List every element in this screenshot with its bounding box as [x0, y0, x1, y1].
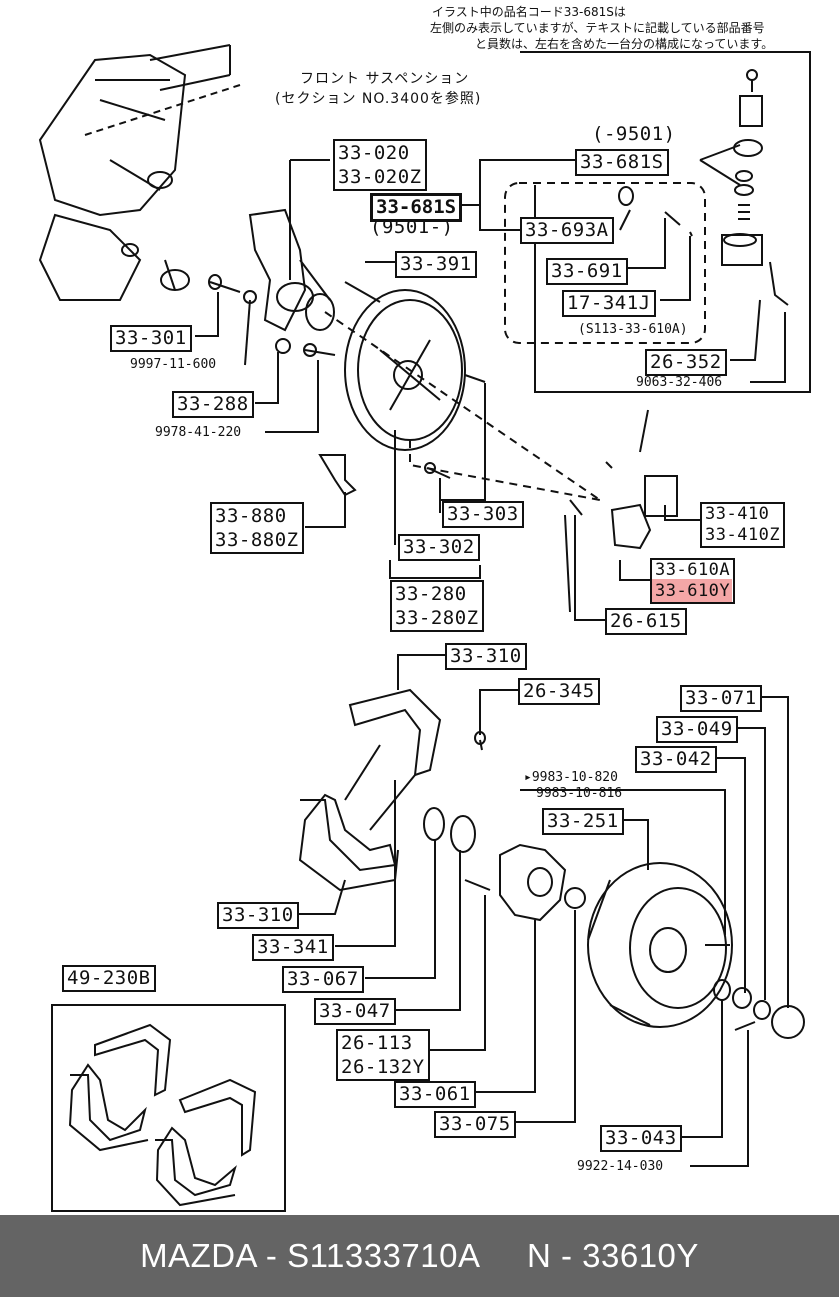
part-33-020z: 33-020Z — [338, 166, 422, 188]
diagram-linework — [38, 44, 811, 1212]
part-label-33-691[interactable]: 33-691 — [546, 258, 628, 285]
part-33-610a: 33-610A — [655, 560, 731, 580]
part-label-33-693a[interactable]: 33-693A — [520, 217, 614, 244]
part-label-9063-32-406[interactable]: 9063-32-406 — [636, 375, 723, 390]
note-line-2: 左側のみ表示していますが、テキストに記載している部品番号 — [430, 21, 765, 35]
part-label-33-391[interactable]: 33-391 — [395, 251, 477, 278]
part-label-33-288[interactable]: 33-288 — [172, 391, 254, 418]
part-label-9983-10-816[interactable]: 9983-10-816 — [536, 786, 623, 801]
part-label-33-049[interactable]: 33-049 — [656, 716, 738, 743]
part-label-33-047[interactable]: 33-047 — [314, 998, 396, 1025]
part-33-280z: 33-280Z — [395, 607, 479, 629]
part-number-footer: MAZDA - S11333710A N - 33610Y — [0, 1215, 839, 1297]
part-label-33-043[interactable]: 33-043 — [600, 1125, 682, 1152]
suspension-arm-drawing — [38, 53, 187, 217]
part-label-33-310-left[interactable]: 33-310 — [217, 902, 299, 929]
bracket-drawing — [318, 454, 357, 497]
part-label-26-352[interactable]: 26-352 — [645, 349, 727, 376]
part-33-410z: 33-410Z — [705, 525, 781, 545]
part-33-280: 33-280 — [395, 583, 467, 605]
part-label-33-251[interactable]: 33-251 — [542, 808, 624, 835]
wheel-cylinder-drawing — [610, 503, 652, 550]
note-line-3: と員数は、左右を含めた一台分の構成になっています。 — [475, 37, 774, 51]
sub-range-label: (S113-33-610A) — [578, 322, 688, 337]
arrow-icon: ▸ — [524, 770, 532, 785]
part-26-113: 26-113 — [341, 1032, 413, 1054]
backing-plate-drawing — [344, 289, 466, 451]
part-label-26-345[interactable]: 26-345 — [518, 678, 600, 705]
part-label-33-341[interactable]: 33-341 — [252, 934, 334, 961]
part-label-17-341j[interactable]: 17-341J — [562, 290, 656, 317]
highlight-33-610y — [651, 579, 732, 604]
front-suspension-ref: (セクション NO.3400を参照) — [275, 91, 482, 107]
part-label-33-302[interactable]: 33-302 — [398, 534, 480, 561]
part-label-33-681s-left[interactable]: 33-681S — [370, 193, 463, 222]
part-label-49-230b[interactable]: 49-230B — [62, 965, 156, 992]
parts-diagram: イラスト中の品名コード33-681Sは 左側のみ表示していますが、テキストに記載… — [38, 5, 811, 1212]
part-label-33-067[interactable]: 33-067 — [282, 966, 364, 993]
front-suspension-label: フロント サスペンション — [300, 71, 470, 87]
part-label-33-310-top[interactable]: 33-310 — [445, 643, 527, 670]
drum-drawing — [587, 862, 733, 1028]
part-label-33-071[interactable]: 33-071 — [680, 685, 762, 712]
part-label-33-042[interactable]: 33-042 — [635, 746, 717, 773]
knuckle-drawing — [248, 208, 307, 332]
part-label-33-681s-top[interactable]: 33-681S — [575, 149, 669, 176]
part-label-9997-11-600[interactable]: 9997-11-600 — [130, 357, 217, 372]
part-33-020: 33-020 — [338, 142, 410, 164]
part-label-33-061[interactable]: 33-061 — [394, 1081, 476, 1108]
dashed-group-box — [504, 182, 706, 344]
part-26-132y: 26-132Y — [341, 1056, 425, 1078]
part-33-880: 33-880 — [215, 505, 287, 527]
part-label-9978-41-220[interactable]: 9978-41-220 — [155, 425, 242, 440]
part-33-410: 33-410 — [705, 504, 770, 524]
part-label-33-075[interactable]: 33-075 — [434, 1111, 516, 1138]
part-label-26-615[interactable]: 26-615 — [605, 608, 687, 635]
part-label-33-303[interactable]: 33-303 — [442, 501, 524, 528]
hub-drawing — [499, 843, 567, 922]
note-line-1: イラスト中の品名コード33-681Sは — [432, 5, 626, 19]
part-label-33-301[interactable]: 33-301 — [110, 325, 192, 352]
part-label-9983-10-820[interactable]: ▸9983-10-820 — [524, 770, 618, 785]
part-33-610y[interactable]: 33-610Y — [655, 581, 731, 601]
part-33-880z: 33-880Z — [215, 529, 299, 551]
part-label-9922-14-030[interactable]: 9922-14-030 — [577, 1159, 664, 1174]
range-before-label: (-9501) — [592, 123, 676, 145]
brake-shoe-drawing — [348, 688, 442, 777]
